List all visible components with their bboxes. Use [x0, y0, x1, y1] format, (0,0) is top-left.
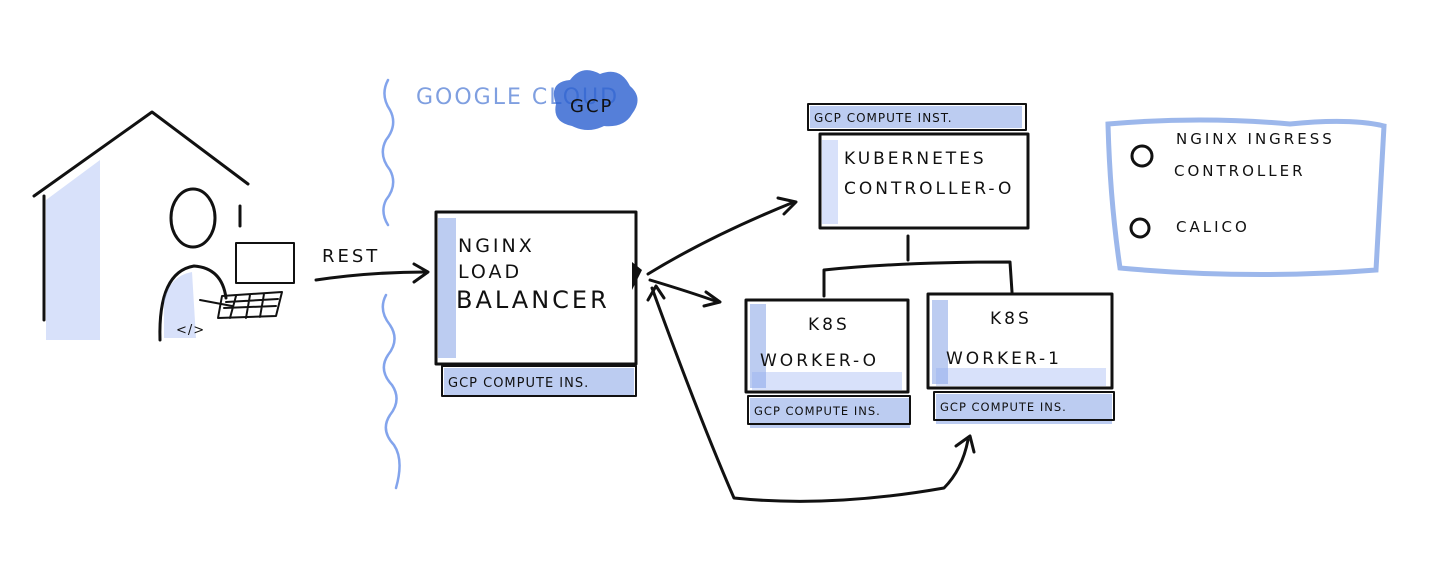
load-balancer-line1: NGINX	[458, 235, 535, 257]
lb-to-worker0-arrowhead	[702, 290, 722, 308]
worker0-box	[744, 298, 910, 394]
worker1-line1: K8S	[990, 309, 1032, 329]
controller-header-shading	[810, 106, 1022, 128]
lb-to-worker1-loop	[650, 286, 970, 503]
controller-header-box	[807, 103, 1027, 131]
controller-to-workers-connector	[822, 234, 1014, 298]
worker0-line2: WORKER-O	[760, 351, 879, 371]
cloud-boundary-upper	[381, 78, 395, 227]
worker0-line1: K8S	[808, 315, 850, 335]
legend-nginx-line1: NGINX INGRESS	[1176, 130, 1335, 148]
controller-line2: CONTROLLER-O	[844, 179, 1014, 199]
load-balancer-footer-shading	[444, 368, 634, 396]
cloud-boundary-lower	[381, 293, 401, 490]
worker1-bottom-shading	[936, 368, 1106, 386]
legend-frame	[1105, 117, 1387, 278]
rest-connection: REST	[314, 246, 430, 284]
developer-code-tag: </>	[176, 323, 205, 338]
lb-loop-start-head	[646, 284, 666, 302]
controller-box	[818, 132, 1030, 230]
load-balancer-port	[632, 262, 642, 290]
load-balancer-line3: BALANCER	[456, 286, 610, 314]
worker0-bottom-shading	[752, 372, 902, 390]
legend-marker-nginx	[1130, 144, 1154, 168]
load-balancer-line2: LOAD	[458, 261, 522, 283]
laptop-keyboard	[217, 291, 283, 319]
worker1-footer: GCP COMPUTE INS.	[940, 400, 1067, 414]
worker0-shading	[750, 304, 766, 388]
worker1-footer-box	[933, 391, 1115, 421]
controller-header: GCP COMPUTE INST.	[814, 111, 953, 125]
load-balancer-node: NGINX LOAD BALANCER GCP COMPUTE INS.	[434, 210, 642, 397]
legend: NGINX INGRESS CONTROLLER CALICO	[1105, 117, 1387, 278]
gcp-cloud-badge	[553, 70, 638, 130]
worker0-node: K8S WORKER-O GCP COMPUTE INS.	[744, 298, 911, 428]
house-wall-shading	[46, 160, 100, 340]
legend-nginx-line2: CONTROLLER	[1174, 162, 1306, 180]
controller-line1: KUBERNETES	[844, 149, 987, 169]
worker1-node: K8S WORKER-1 GCP COMPUTE INS.	[926, 292, 1115, 424]
developer-head	[169, 187, 217, 249]
lb-to-controller-arrow	[646, 200, 796, 276]
worker1-box	[926, 292, 1114, 390]
lb-to-worker1-arrowhead	[954, 434, 976, 454]
legend-calico: CALICO	[1176, 218, 1250, 236]
developer-body	[158, 264, 228, 342]
developer-arm	[199, 299, 233, 307]
load-balancer-shading	[438, 218, 456, 358]
google-cloud-boundary: GOOGLE CLOUD GCP	[381, 70, 638, 490]
worker1-line2: WORKER-1	[946, 349, 1062, 369]
lb-to-controller-arrowhead	[776, 196, 798, 216]
worker1-shading	[932, 300, 948, 384]
rest-arrow-line	[314, 270, 428, 282]
controller-node: GCP COMPUTE INST. KUBERNETES CONTROLLER-…	[807, 103, 1030, 230]
developer-body-shading	[164, 272, 196, 338]
gcp-badge-label: GCP	[570, 96, 613, 117]
worker0-footer-box	[747, 395, 911, 425]
house-roof	[32, 110, 250, 198]
load-balancer-footer-box	[441, 365, 637, 397]
load-balancer-footer: GCP COMPUTE INS.	[448, 376, 589, 391]
home-developer-group: </>	[32, 110, 295, 342]
laptop-screen	[235, 242, 295, 284]
lb-to-worker0-arrow	[648, 278, 720, 304]
controller-body-shading	[822, 140, 838, 224]
rest-label: REST	[322, 246, 380, 267]
worker0-footer: GCP COMPUTE INS.	[754, 404, 881, 418]
connections	[646, 196, 1014, 503]
legend-marker-calico	[1129, 217, 1151, 239]
load-balancer-box	[434, 210, 638, 366]
rest-arrow-head	[412, 262, 430, 284]
